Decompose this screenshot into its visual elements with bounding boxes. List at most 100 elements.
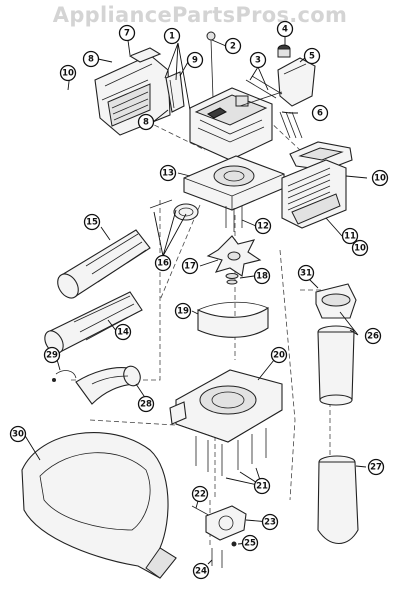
callout-circle bbox=[351, 239, 369, 257]
callout-circle bbox=[341, 227, 359, 245]
callout-4: 4 bbox=[276, 20, 294, 38]
callout-1: 1 bbox=[163, 27, 181, 45]
callout-16: 16 bbox=[154, 254, 172, 272]
callout-25: 25 bbox=[241, 534, 259, 552]
callout-number: 30 bbox=[12, 430, 24, 440]
callout-number: 23 bbox=[264, 518, 276, 528]
throttle-lever-part bbox=[165, 71, 185, 113]
gasket-clamp-part bbox=[149, 199, 199, 221]
vacuum-tube-upper-part bbox=[315, 283, 357, 319]
clip-part bbox=[52, 370, 77, 382]
callout-circle bbox=[163, 27, 181, 45]
callout-number: 1 bbox=[169, 32, 175, 42]
callout-circle bbox=[186, 51, 204, 69]
callout-circle bbox=[249, 51, 267, 69]
callout-number: 16 bbox=[157, 259, 169, 269]
callout-circle bbox=[253, 267, 271, 285]
callout-31: 31 bbox=[297, 264, 315, 282]
callout-26: 26 bbox=[364, 327, 382, 345]
callout-12: 12 bbox=[254, 217, 272, 235]
callout-circle bbox=[297, 264, 315, 282]
callout-circle bbox=[224, 37, 242, 55]
callout-number: 26 bbox=[367, 332, 379, 342]
callout-circle bbox=[118, 24, 136, 42]
callout-18: 18 bbox=[253, 267, 271, 285]
callout-circle bbox=[137, 113, 155, 131]
callout-circle bbox=[114, 323, 132, 341]
callout-circle bbox=[192, 562, 210, 580]
callout-23: 23 bbox=[261, 513, 279, 531]
callout-number: 19 bbox=[177, 307, 189, 317]
callout-number: 18 bbox=[256, 272, 268, 282]
callout-number: 10 bbox=[62, 69, 74, 79]
callout-number: 29 bbox=[46, 351, 58, 361]
callout-circle bbox=[181, 257, 199, 275]
engine-block-part bbox=[189, 87, 283, 161]
callout-circle bbox=[59, 64, 77, 82]
callout-number: 9 bbox=[192, 56, 198, 66]
handle-assembly-part bbox=[281, 141, 353, 229]
callout-circle bbox=[364, 327, 382, 345]
callout-30: 30 bbox=[9, 425, 27, 443]
callout-number: 10 bbox=[354, 244, 366, 254]
callout-number: 11 bbox=[344, 232, 356, 242]
callout-number: 13 bbox=[162, 169, 174, 179]
impeller-part bbox=[206, 235, 262, 277]
callout-29: 29 bbox=[43, 346, 61, 364]
bottom-components-part bbox=[191, 505, 247, 568]
callout-number: 27 bbox=[370, 463, 382, 473]
callout-circle bbox=[241, 534, 259, 552]
callout-number: 24 bbox=[195, 567, 207, 577]
callout-number: 15 bbox=[86, 218, 98, 228]
washers-part bbox=[225, 273, 239, 285]
callout-circle bbox=[303, 47, 321, 65]
callout-circle bbox=[9, 425, 27, 443]
callout-circle bbox=[276, 20, 294, 38]
plate-screws-part bbox=[225, 206, 243, 232]
callout-9: 9 bbox=[186, 51, 204, 69]
callout-circle bbox=[174, 302, 192, 320]
engine-shroud-part bbox=[94, 47, 171, 136]
housing-screws-part bbox=[195, 428, 267, 476]
callout-13: 13 bbox=[159, 164, 177, 182]
callout-number: 21 bbox=[256, 482, 268, 492]
callout-number: 8 bbox=[143, 118, 149, 128]
callout-number: 4 bbox=[282, 25, 288, 35]
callout-19: 19 bbox=[174, 302, 192, 320]
elbow-tube-part bbox=[75, 365, 141, 405]
blower-tube-upper-part bbox=[57, 229, 151, 299]
callout-21: 21 bbox=[253, 477, 271, 495]
callout-2: 2 bbox=[224, 37, 242, 55]
callout-17: 17 bbox=[181, 257, 199, 275]
vacuum-bag-part bbox=[21, 432, 177, 579]
callout-15: 15 bbox=[83, 213, 101, 231]
callout-circle bbox=[311, 104, 329, 122]
callout-number: 28 bbox=[140, 400, 152, 410]
callout-circle bbox=[261, 513, 279, 531]
callout-14: 14 bbox=[114, 323, 132, 341]
callout-number: 5 bbox=[309, 52, 315, 62]
housing-plate-part bbox=[183, 155, 285, 211]
blower-tube-middle-part bbox=[44, 291, 143, 354]
callout-circle bbox=[367, 458, 385, 476]
callout-number: 3 bbox=[255, 56, 261, 66]
callout-circle bbox=[191, 485, 209, 503]
callout-7: 7 bbox=[118, 24, 136, 42]
callout-5: 5 bbox=[303, 47, 321, 65]
watermark: AppliancePartsPros.com bbox=[53, 3, 347, 27]
callout-circle bbox=[253, 477, 271, 495]
callout-10b: 10 bbox=[371, 169, 389, 187]
sleeve-part bbox=[197, 301, 269, 338]
screws-part bbox=[245, 75, 283, 99]
callout-8b: 8 bbox=[137, 113, 155, 131]
vacuum-tube-lower-part bbox=[317, 455, 359, 545]
callout-number: 22 bbox=[194, 490, 206, 500]
callout-circle bbox=[270, 346, 288, 364]
callout-number: 14 bbox=[117, 328, 129, 338]
callout-number: 12 bbox=[257, 222, 269, 232]
callout-10a: 10 bbox=[59, 64, 77, 82]
callout-circle bbox=[43, 346, 61, 364]
callout-number: 31 bbox=[300, 269, 312, 279]
